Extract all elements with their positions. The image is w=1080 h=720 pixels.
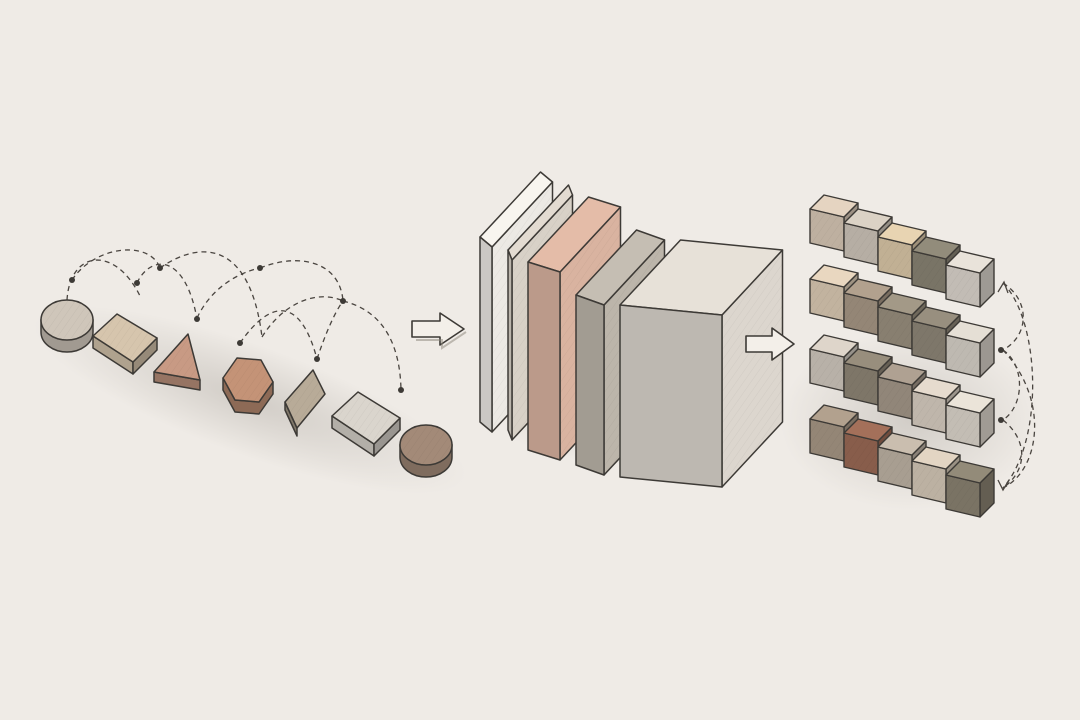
arc <box>1002 419 1023 489</box>
node-dot <box>398 387 404 393</box>
output-cube <box>809 334 859 392</box>
input-shape-triangle-block <box>153 333 201 391</box>
node-dot <box>314 356 320 362</box>
process-arrow-icon <box>411 312 467 350</box>
arrowhead-icon <box>997 280 1009 294</box>
arc <box>259 260 344 302</box>
input-shape-square-tile <box>331 391 401 457</box>
input-shape-hexagon-block <box>222 357 274 415</box>
output-cube <box>945 320 995 378</box>
arc <box>66 259 141 301</box>
arc <box>136 263 198 320</box>
arc <box>342 300 402 391</box>
input-shapes <box>40 299 453 478</box>
output-cube <box>945 250 995 308</box>
arc <box>239 310 318 360</box>
node-dot <box>157 265 163 271</box>
output-cube-grid <box>809 194 995 518</box>
transform-layers <box>479 171 784 488</box>
node-dot <box>998 417 1004 423</box>
node-dot <box>237 340 243 346</box>
output-cube <box>945 390 995 448</box>
arc <box>1002 349 1021 421</box>
arc <box>1002 282 1024 351</box>
arc <box>316 300 344 360</box>
output-connection-nodes <box>997 280 1010 492</box>
node-dot <box>340 298 346 304</box>
transform-layer <box>619 239 784 488</box>
node-dot <box>998 347 1004 353</box>
node-dot <box>194 316 200 322</box>
arc <box>196 267 261 319</box>
arc <box>71 249 161 281</box>
node-dot <box>134 280 140 286</box>
input-shape-square-tile <box>92 313 158 375</box>
input-shape-diamond-block <box>284 369 326 437</box>
input-connection-arcs <box>66 249 402 391</box>
arc <box>261 296 344 338</box>
input-connection-nodes <box>69 265 404 393</box>
output-connection-arcs <box>1002 282 1036 489</box>
arc <box>1002 282 1034 489</box>
process-arrow-icon <box>745 327 795 361</box>
output-cube <box>911 376 961 434</box>
node-dot <box>69 277 75 283</box>
arrowhead-icon <box>997 479 1010 492</box>
output-cube <box>843 418 893 476</box>
output-cube <box>945 460 995 518</box>
input-shape-cylinder <box>399 424 453 478</box>
node-dot <box>257 265 263 271</box>
arc <box>159 251 263 338</box>
input-shape-cylinder <box>40 299 94 353</box>
